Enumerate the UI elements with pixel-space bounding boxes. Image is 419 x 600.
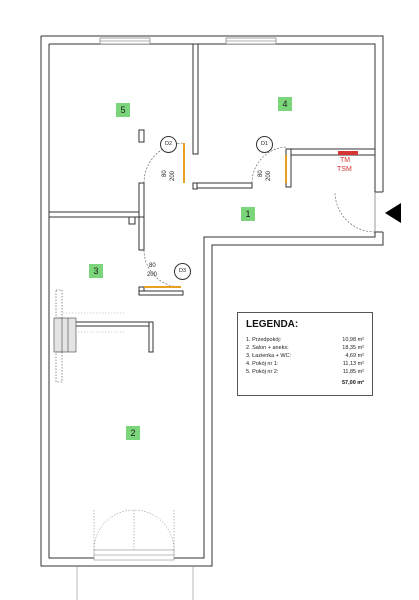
legend-box: LEGENDA: 1. Przedpokój: 10,98 m² 2. Salo… (237, 312, 373, 396)
legend-item-label: 3. Łazienka + WC: (246, 353, 292, 359)
legend-title: LEGENDA: (246, 319, 299, 330)
door-d3-width: 80 (149, 263, 156, 269)
legend-row: 5. Pokój nr 2: 11,85 m² (246, 368, 364, 376)
exterior-walls (40, 35, 384, 567)
interior-walls (48, 43, 376, 353)
room-number-5: 5 (116, 103, 130, 117)
room-number-1: 1 (241, 207, 255, 221)
legend-row: 4. Pokój nr 1: 11,13 m² (246, 360, 364, 368)
electric-panel (338, 151, 358, 155)
door-swings (143, 142, 376, 288)
legend-item-label: 5. Pokój nr 2: (246, 369, 279, 375)
windows (99, 37, 277, 45)
room-number-3: 3 (89, 264, 103, 278)
legend-total: 57,00 m² (341, 380, 364, 386)
dimension-lines (63, 312, 125, 333)
legend-row: 1. Przedpokój: 10,98 m² (246, 336, 364, 344)
legend-item-label: 4. Pokój nr 1: (246, 361, 279, 367)
door-leaves (144, 143, 287, 288)
legend-row: 2. Salon + aneks: 18,35 m² (246, 344, 364, 352)
legend-item-label: 1. Przedpokój: (246, 337, 282, 343)
legend-item-value: 18,35 m² (342, 345, 364, 351)
room-number-2: 2 (126, 426, 140, 440)
door-tag-d2: D2 (160, 136, 177, 153)
legend-item-value: 10,98 m² (342, 337, 364, 343)
legend-row: 3. Łazienka + WC: 4,69 m² (246, 352, 364, 360)
door-d2-width: 80 (162, 170, 168, 177)
electric-panel-label-tm: TM (340, 157, 351, 164)
electric-panel-label-tsm: TSM (337, 166, 352, 173)
entry-door (374, 191, 383, 233)
legend-item-value: 11,85 m² (342, 369, 364, 375)
entrance-arrow-icon (385, 203, 401, 223)
door-d1-width: 80 (258, 170, 264, 177)
legend-item-label: 2. Salon + aneks: (246, 345, 289, 351)
door-tag-d1: D1 (256, 136, 273, 153)
balcony-door (76, 509, 194, 600)
legend-item-value: 4,69 m² (345, 353, 364, 359)
legend-item-value: 11,13 m² (342, 361, 364, 367)
door-tag-d3: D3 (174, 263, 191, 280)
door-d3-height: 200 (147, 272, 158, 278)
ventilation-shaft (53, 289, 77, 383)
door-d1-height: 200 (266, 170, 272, 181)
door-d2-height: 200 (170, 170, 176, 181)
room-number-4: 4 (278, 97, 292, 111)
